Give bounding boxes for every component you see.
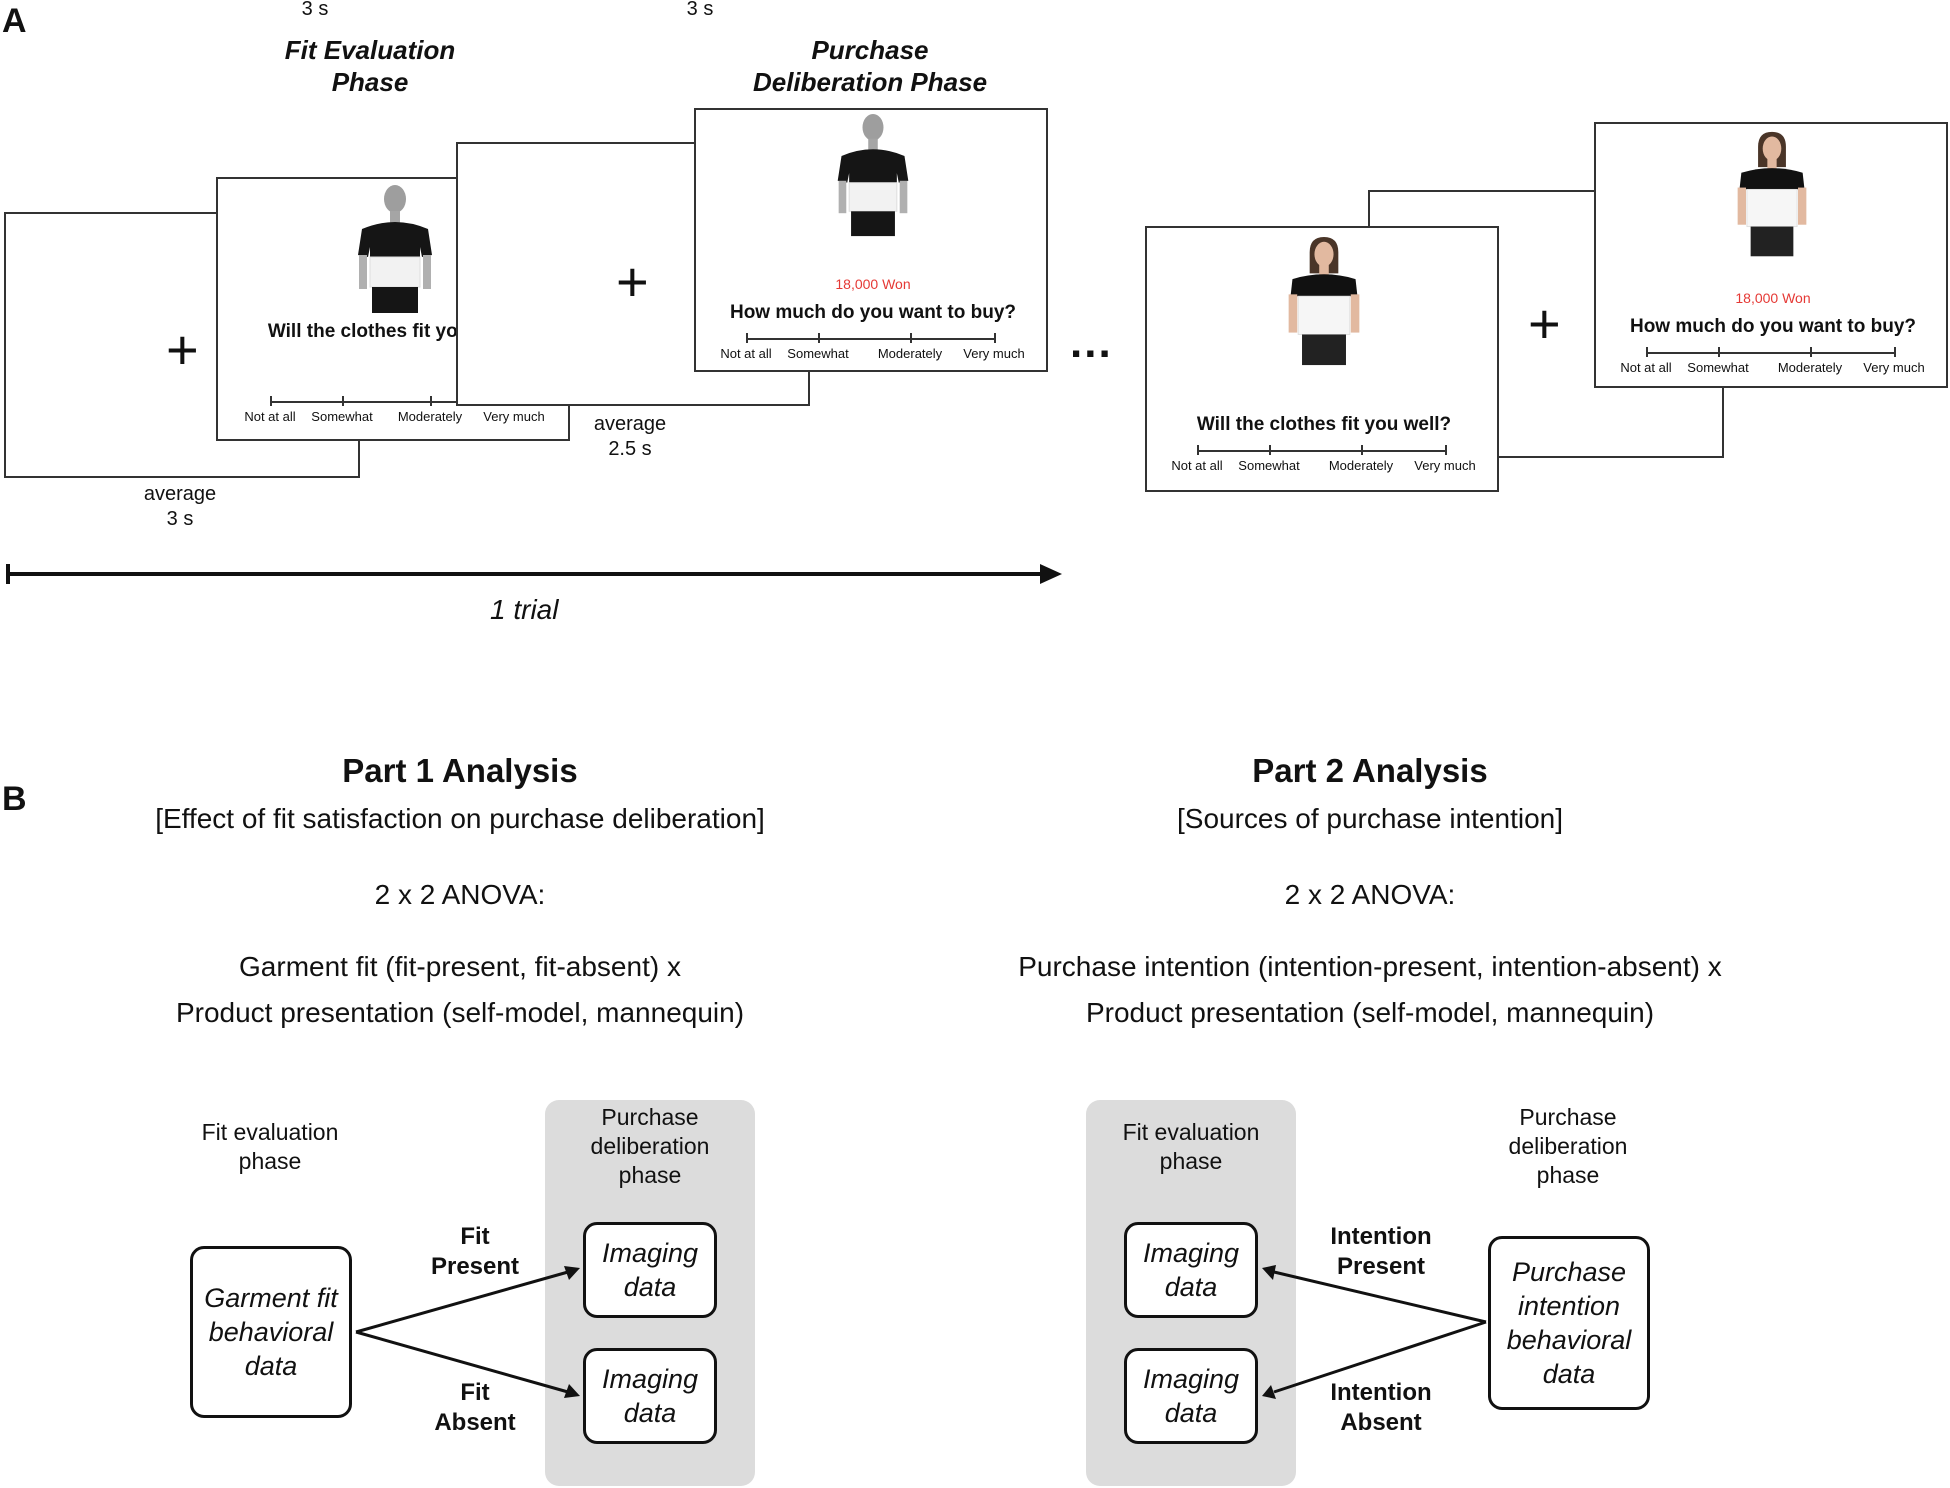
- rating-scale-line: [746, 338, 994, 340]
- scale-label: Somewhat: [1687, 360, 1749, 375]
- buy-question: How much do you want to buy?: [1629, 316, 1917, 337]
- imaging-data-node-bottom: Imaging data: [583, 1348, 717, 1444]
- fit-question: Will the clothes fit you well?: [1196, 414, 1452, 435]
- scale-label: Not at all: [720, 346, 772, 361]
- buy-question: How much do you want to buy?: [729, 302, 1017, 323]
- fixation-cross: +: [616, 250, 649, 313]
- scale-tick: [1894, 347, 1896, 357]
- rating-scale-line: [1197, 450, 1445, 452]
- scale-label: Moderately: [1777, 360, 1843, 375]
- scale-label: Somewhat: [1238, 458, 1300, 473]
- fixation-cross: +: [1528, 292, 1561, 355]
- imaging-data-node-bottom: Imaging data: [1124, 1348, 1258, 1444]
- part2-right-phase-label: Purchase deliberation phase: [1508, 1104, 1628, 1188]
- scale-label: Very much: [483, 409, 545, 424]
- fixation-2-duration: average 2.5 s: [593, 413, 667, 460]
- scale-tick: [1445, 445, 1447, 455]
- part1-factor-2: Product presentation (self-model, manneq…: [175, 997, 745, 1028]
- trial-timeline-arrow: [6, 564, 1062, 584]
- scale-label: Moderately: [877, 346, 943, 361]
- part1-title: Part 1 Analysis: [342, 752, 578, 789]
- price-label: 18,000 Won: [1735, 290, 1811, 306]
- scale-tick: [270, 396, 272, 406]
- part2-factor-2: Product presentation (self-model, manneq…: [1085, 997, 1655, 1028]
- part2-subtitle: [Sources of purchase intention]: [1176, 803, 1563, 834]
- scale-label: Somewhat: [311, 409, 373, 424]
- fixation-1-duration: average 3 s: [143, 483, 217, 530]
- purchase-deliberation-screen-1: 18,000 Won How much do you want to buy? …: [694, 108, 1048, 372]
- scale-tick: [1646, 347, 1648, 357]
- fixation-cross: +: [166, 318, 199, 381]
- scale-label: Very much: [1414, 458, 1476, 473]
- scale-tick: [1810, 347, 1812, 357]
- scale-label: Not at all: [244, 409, 296, 424]
- scale-tick: [1197, 445, 1199, 455]
- part1-left-phase-label: Fit evaluation phase: [201, 1119, 339, 1174]
- trial-label: 1 trial: [490, 594, 559, 625]
- part2-anova: 2 x 2 ANOVA:: [1284, 879, 1456, 910]
- fit-phase-title: Fit Evaluation Phase: [284, 35, 456, 97]
- intention-absent-label: Intention Absent: [1330, 1379, 1432, 1436]
- mannequin-figure-icon: [358, 185, 432, 313]
- imaging-data-node-top: Imaging data: [1124, 1222, 1258, 1318]
- scale-label: Very much: [1863, 360, 1925, 375]
- rating-scale-line: [1646, 352, 1894, 354]
- scale-tick: [1361, 445, 1363, 455]
- part1-right-phase-label: Purchase deliberation phase: [590, 1104, 710, 1188]
- mannequin-figure-icon: [837, 114, 909, 237]
- scale-tick: [1269, 445, 1271, 455]
- purchase-intention-behavioral-node: Purchase intention behavioral data: [1488, 1236, 1650, 1410]
- rating-scale-line: [270, 401, 514, 403]
- part1-factor-1: Garment fit (fit-present, fit-absent) x: [239, 951, 681, 982]
- scale-tick: [1718, 347, 1720, 357]
- ellipsis: ...: [1070, 318, 1113, 367]
- part1-anova: 2 x 2 ANOVA:: [374, 879, 546, 910]
- panel-a-letter: A: [2, 2, 27, 40]
- scale-label: Moderately: [397, 409, 463, 424]
- scale-label: Not at all: [1620, 360, 1672, 375]
- scale-label: Moderately: [1328, 458, 1394, 473]
- scale-tick: [342, 396, 344, 406]
- scale-tick: [818, 333, 820, 343]
- part2-left-phase-label: Fit evaluation phase: [1122, 1119, 1260, 1174]
- part2-arrows: [1262, 1265, 1487, 1399]
- part1-arrows: [355, 1266, 580, 1398]
- fit-present-label: Fit Present: [430, 1223, 520, 1280]
- model-figure-icon: [1288, 237, 1360, 366]
- scale-label: Somewhat: [787, 346, 849, 361]
- model-figure-icon: [1737, 131, 1807, 257]
- scale-tick: [746, 333, 748, 343]
- fit-evaluation-screen-2: Will the clothes fit you well? Not at al…: [1145, 226, 1499, 492]
- part2-title: Part 2 Analysis: [1252, 752, 1488, 789]
- purchase-phase-duration: 3 s: [686, 0, 714, 20]
- part1-subtitle: [Effect of fit satisfaction on purchase …: [155, 803, 765, 834]
- panel-b-letter: B: [2, 780, 27, 818]
- scale-tick: [994, 333, 996, 343]
- fit-absent-label: Fit Absent: [434, 1379, 516, 1436]
- scale-label: Very much: [963, 346, 1025, 361]
- purchase-phase-title: Purchase Deliberation Phase: [752, 35, 988, 97]
- scale-tick: [910, 333, 912, 343]
- purchase-deliberation-screen-2: 18,000 Won How much do you want to buy? …: [1594, 122, 1948, 388]
- imaging-data-node-top: Imaging data: [583, 1222, 717, 1318]
- fit-phase-duration: 3 s: [301, 0, 329, 20]
- scale-tick: [430, 396, 432, 406]
- intention-present-label: Intention Present: [1330, 1223, 1432, 1280]
- price-label: 18,000 Won: [835, 276, 911, 292]
- scale-label: Not at all: [1171, 458, 1223, 473]
- garment-fit-behavioral-node: Garment fit behavioral data: [190, 1246, 352, 1418]
- part2-factor-1: Purchase intention (intention-present, i…: [1018, 951, 1722, 982]
